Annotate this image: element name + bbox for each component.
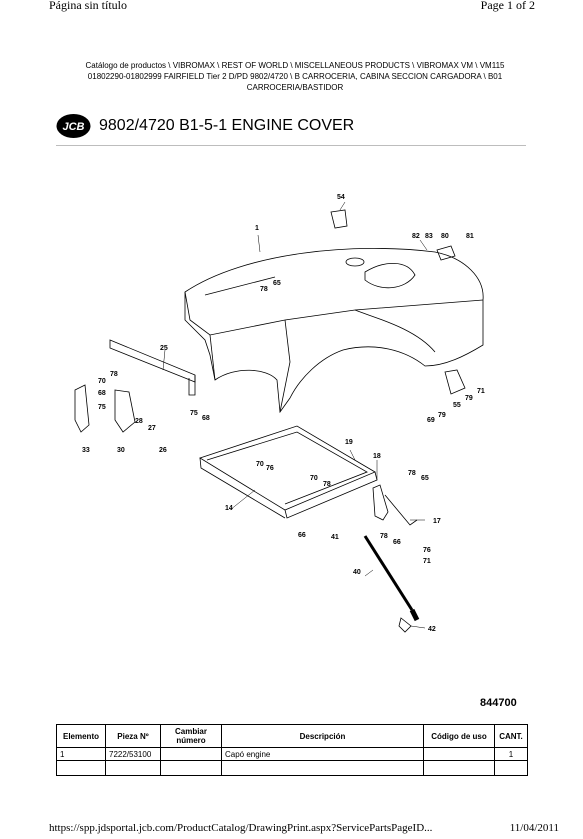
cell-description: Capó engine: [221, 747, 424, 761]
jcb-logo: JCB: [56, 114, 91, 138]
callout-78: 78: [260, 286, 268, 293]
bracket-part: [372, 484, 389, 521]
callout-70: 70: [98, 378, 106, 385]
callout-68: 68: [98, 390, 106, 397]
callout-81: 81: [466, 233, 474, 240]
bracket-part: [436, 245, 456, 261]
callout-71: 71: [477, 388, 485, 395]
bracket-part: [74, 384, 90, 433]
svg-text:JCB: JCB: [62, 121, 84, 133]
breadcrumb-line-2[interactable]: 01802290-01802999 FAIRFIELD Tier 2 D/PD …: [87, 72, 503, 81]
callout-83: 83: [425, 233, 433, 240]
callout-78: 78: [323, 481, 331, 488]
figure-number: 844700: [480, 697, 517, 709]
callout-78: 78: [380, 533, 388, 540]
callout-25: 25: [160, 345, 168, 352]
callout-80: 80: [441, 233, 449, 240]
callout-30: 30: [117, 447, 125, 454]
col-header-descripcion: Descripción: [221, 724, 424, 748]
bracket-part: [330, 209, 348, 229]
callout-75: 75: [190, 410, 198, 417]
callout-33: 33: [82, 447, 90, 454]
cell-quantity: 1: [494, 747, 528, 761]
breadcrumb: Catálogo de productos \ VIBROMAX \ REST …: [60, 60, 530, 93]
table-row-empty: [56, 760, 528, 776]
callout-71: 71: [423, 558, 431, 565]
callout-78: 78: [408, 470, 416, 477]
callout-55: 55: [453, 402, 461, 409]
col-header-cant: CANT.: [494, 724, 528, 748]
footer-date: 11/04/2011: [509, 822, 559, 834]
col-header-codigo: Código de uso: [423, 724, 495, 748]
callout-19: 19: [345, 439, 353, 446]
cell-change-number: [160, 747, 222, 761]
callout-66: 66: [298, 532, 306, 539]
callout-79: 79: [465, 395, 473, 402]
callout-82: 82: [412, 233, 420, 240]
callout-65: 65: [273, 280, 281, 287]
title-divider: [56, 145, 526, 146]
browser-page-title: Página sin título: [49, 0, 127, 12]
footer-url: https://spp.jdsportal.jcb.com/ProductCat…: [49, 822, 433, 834]
callout-70: 70: [256, 461, 264, 468]
callout-1: 1: [255, 225, 259, 232]
callout-65: 65: [421, 475, 429, 482]
callout-68: 68: [202, 415, 210, 422]
bracket-part: [444, 369, 466, 395]
callout-18: 18: [373, 453, 381, 460]
callout-76: 76: [423, 547, 431, 554]
callout-70: 70: [310, 475, 318, 482]
callout-41: 41: [331, 534, 339, 541]
col-header-elemento: Elemento: [56, 724, 106, 748]
engine-cover-part: [184, 247, 484, 414]
page-title: 9802/4720 B1-5-1 ENGINE COVER: [99, 117, 355, 134]
col-header-pieza: Pieza Nº: [105, 724, 161, 748]
callout-75: 75: [98, 404, 106, 411]
callout-78: 78: [110, 371, 118, 378]
bracket-part: [114, 389, 136, 433]
page-count: Page 1 of 2: [480, 0, 535, 12]
cell-item: 1: [56, 747, 106, 761]
parts-table: Elemento Pieza Nº Cambiar número Descrip…: [56, 724, 528, 776]
callout-54: 54: [337, 194, 345, 201]
callout-28: 28: [135, 418, 143, 425]
callout-66: 66: [393, 539, 401, 546]
breadcrumb-line-3[interactable]: CARROCERIA/BASTIDOR: [246, 83, 344, 92]
callout-14: 14: [225, 505, 233, 512]
gas-strut-part: [363, 535, 414, 611]
callout-27: 27: [148, 425, 156, 432]
breadcrumb-line-1[interactable]: Catálogo de productos \ VIBROMAX \ REST …: [85, 61, 505, 70]
cell-usage-code: [423, 747, 495, 761]
engine-cover-diagram: 1 54 82 83 80 81 65 78 25 70 78 68 75 33…: [74, 194, 485, 633]
title-row: JCB 9802/4720 B1-5-1 ENGINE COVER: [56, 113, 354, 139]
table-header-row: Elemento Pieza Nº Cambiar número Descrip…: [56, 724, 528, 748]
callout-76: 76: [266, 465, 274, 472]
hinge-rail-part: [109, 339, 196, 383]
col-header-cambiar: Cambiar número: [160, 724, 222, 748]
callout-42: 42: [428, 626, 436, 633]
callout-79: 79: [438, 412, 446, 419]
cell-part-number: 7222/53100: [105, 747, 161, 761]
callout-40: 40: [353, 569, 361, 576]
callout-69: 69: [427, 417, 435, 424]
callout-17: 17: [433, 518, 441, 525]
table-row: 1 7222/53100 Capó engine 1: [56, 747, 528, 761]
callout-26: 26: [159, 447, 167, 454]
